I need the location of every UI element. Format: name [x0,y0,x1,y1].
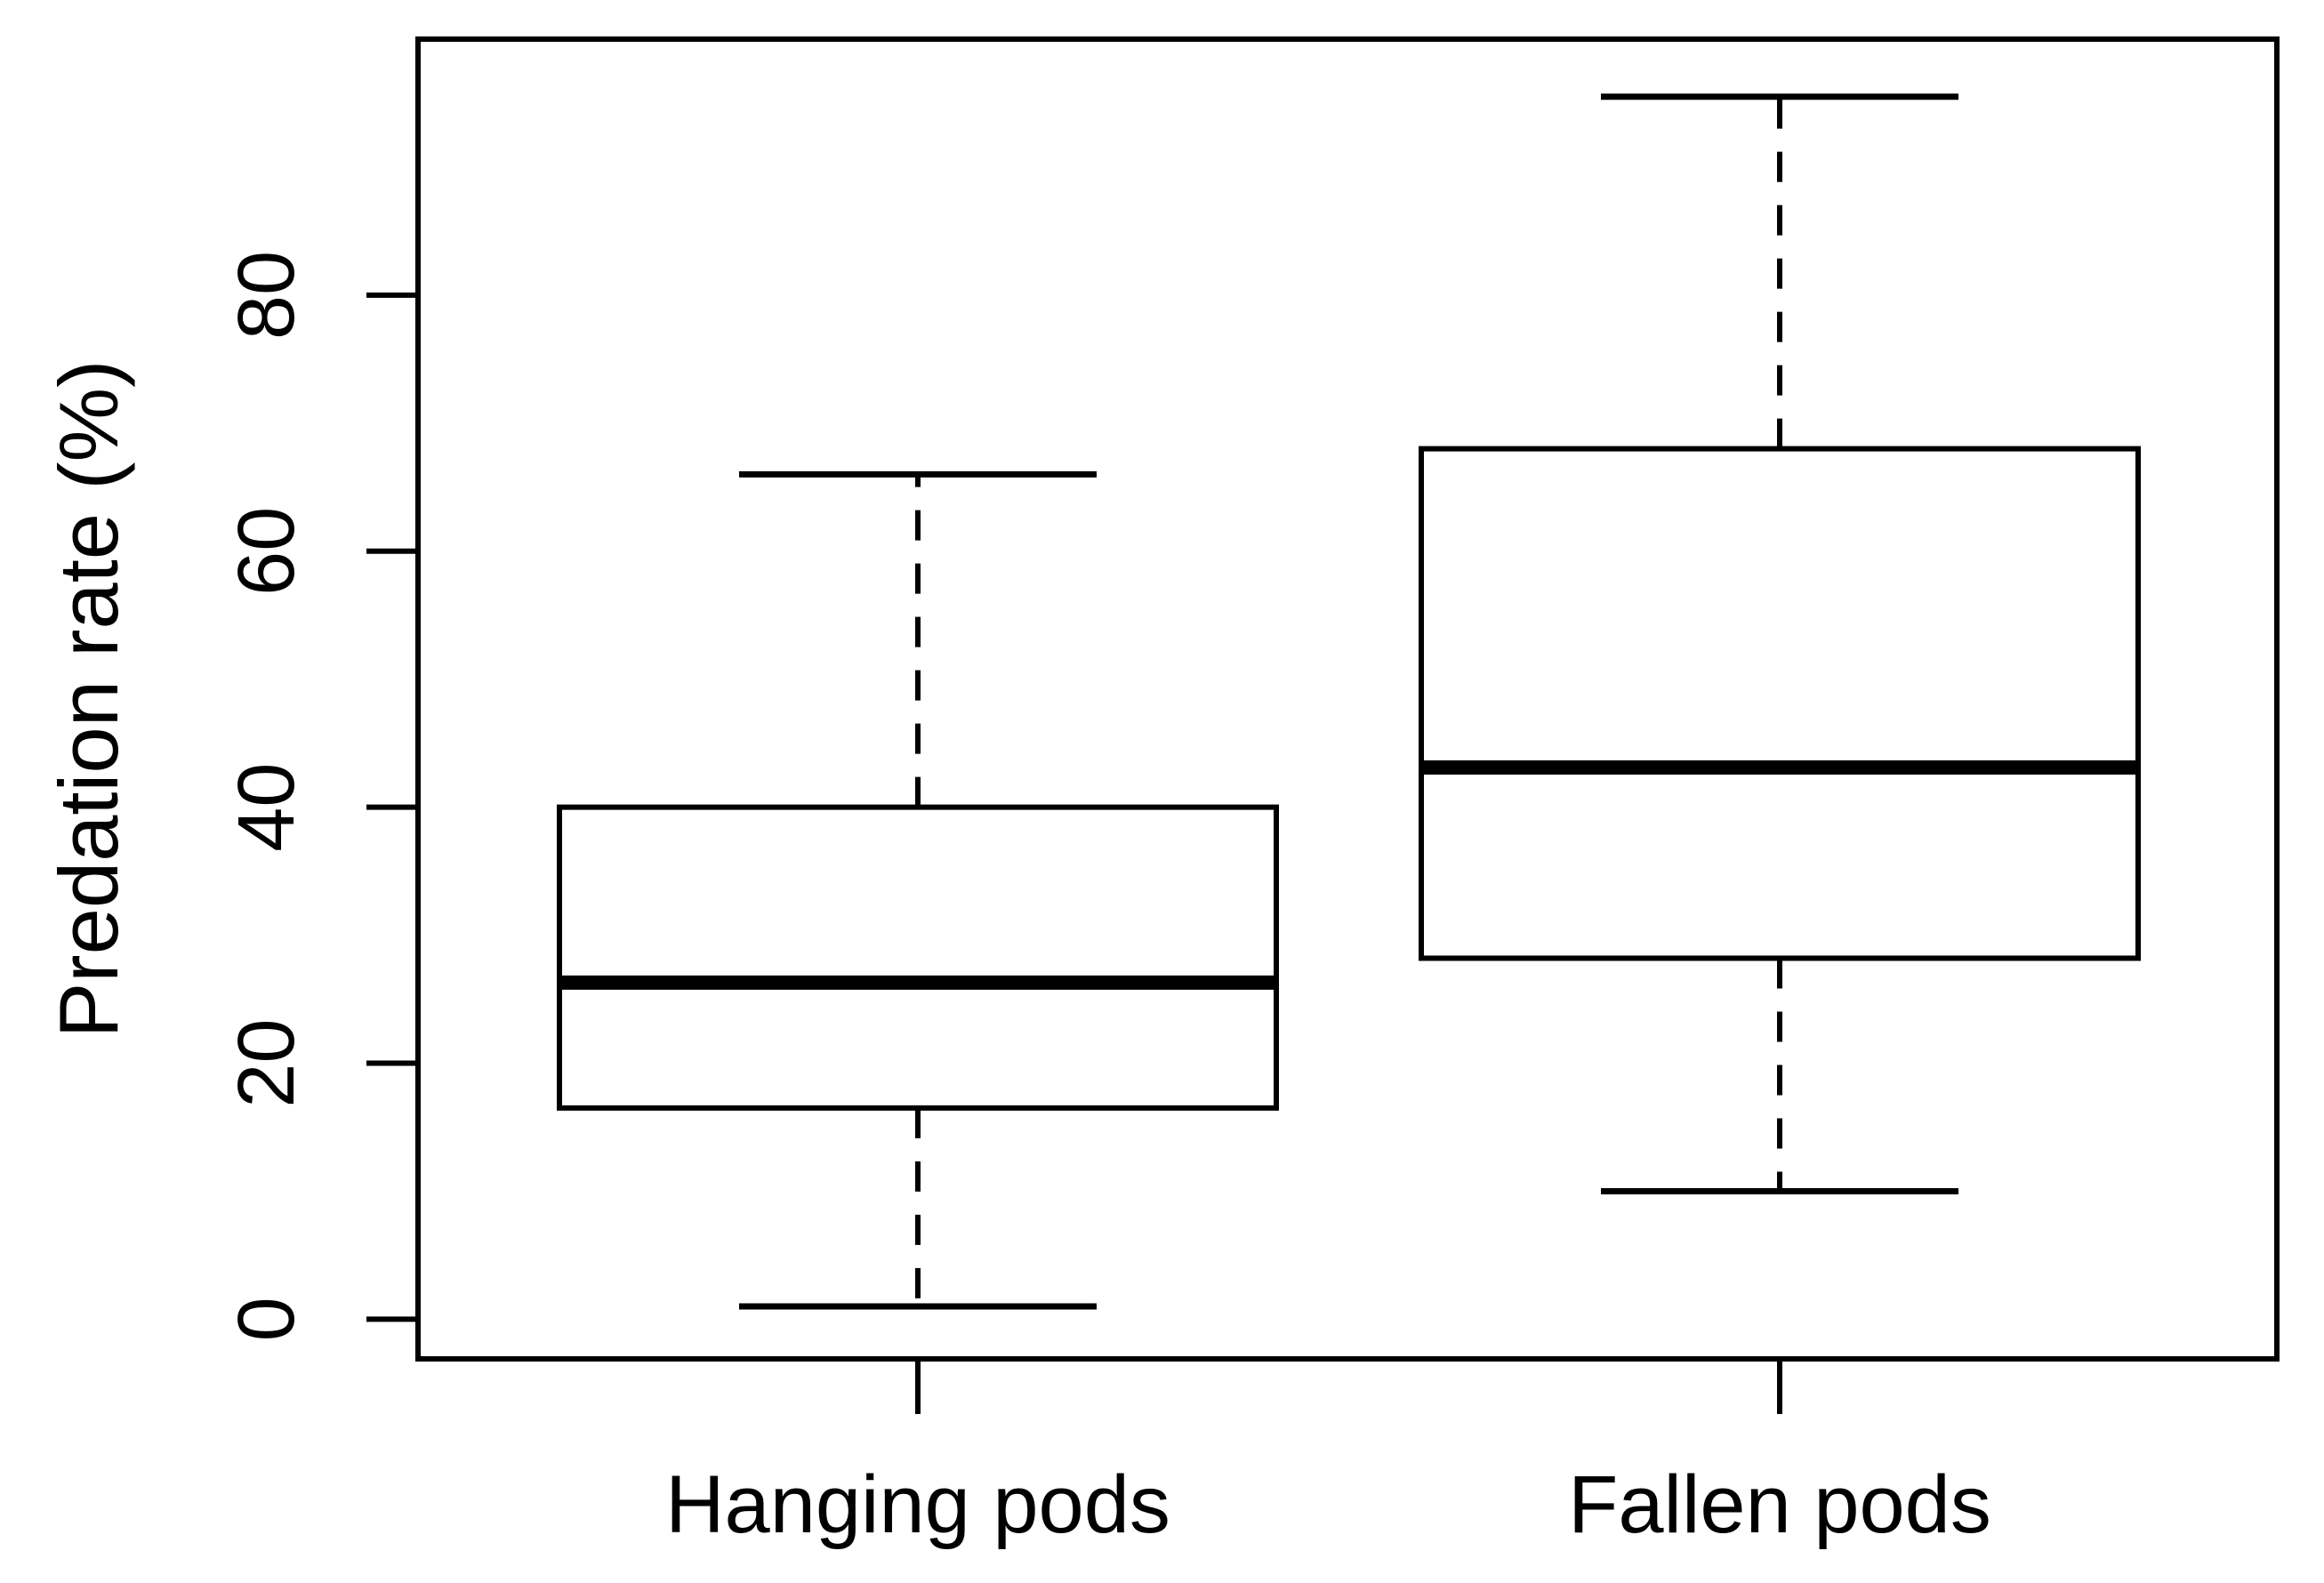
y-axis-title: Predation rate (%) [42,359,135,1039]
y-axis-tick-label-0: 0 [222,1297,311,1341]
iqr-box-hanging-pods [557,804,1279,1111]
y-axis-tick-label-60: 60 [222,507,311,596]
y-axis-tick-label-20: 20 [222,1018,311,1107]
y-axis-tick-label-40: 40 [222,763,311,852]
y-axis-tick-label-80: 80 [222,251,311,340]
x-category-label-hanging-pods: Hanging pods [665,1459,1170,1550]
plot-border [415,36,2280,1362]
x-category-label-fallen-pods: Fallen pods [1568,1459,1991,1550]
iqr-box-fallen-pods [1419,446,2141,961]
